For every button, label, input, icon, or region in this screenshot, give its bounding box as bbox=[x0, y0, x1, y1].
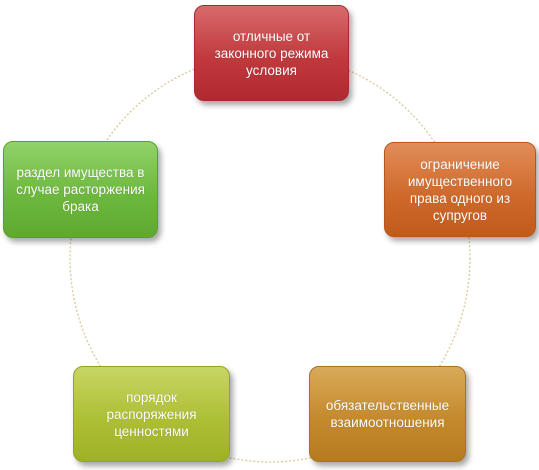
cycle-node-5-label: раздел имущества в случае расторжения бр… bbox=[16, 165, 145, 214]
cycle-node-4-label: порядок распоряжения ценностями bbox=[106, 389, 197, 439]
cycle-node-1-label: отличные от законного режима условия bbox=[214, 28, 329, 78]
cycle-node-3-label: обязательственные взаимоотношения bbox=[325, 398, 450, 430]
cycle-node-3: обязательственные взаимоотношения bbox=[309, 366, 466, 462]
cycle-node-5: раздел имущества в случае расторжения бр… bbox=[3, 141, 158, 238]
cycle-node-2-label: ограничение имущественного права одного … bbox=[407, 156, 513, 223]
cycle-node-1: отличные от законного режима условия bbox=[194, 5, 349, 101]
cycle-node-4: порядок распоряжения ценностями bbox=[73, 366, 230, 462]
cycle-node-2: ограничение имущественного права одного … bbox=[384, 142, 536, 237]
cycle-ring bbox=[69, 53, 471, 463]
